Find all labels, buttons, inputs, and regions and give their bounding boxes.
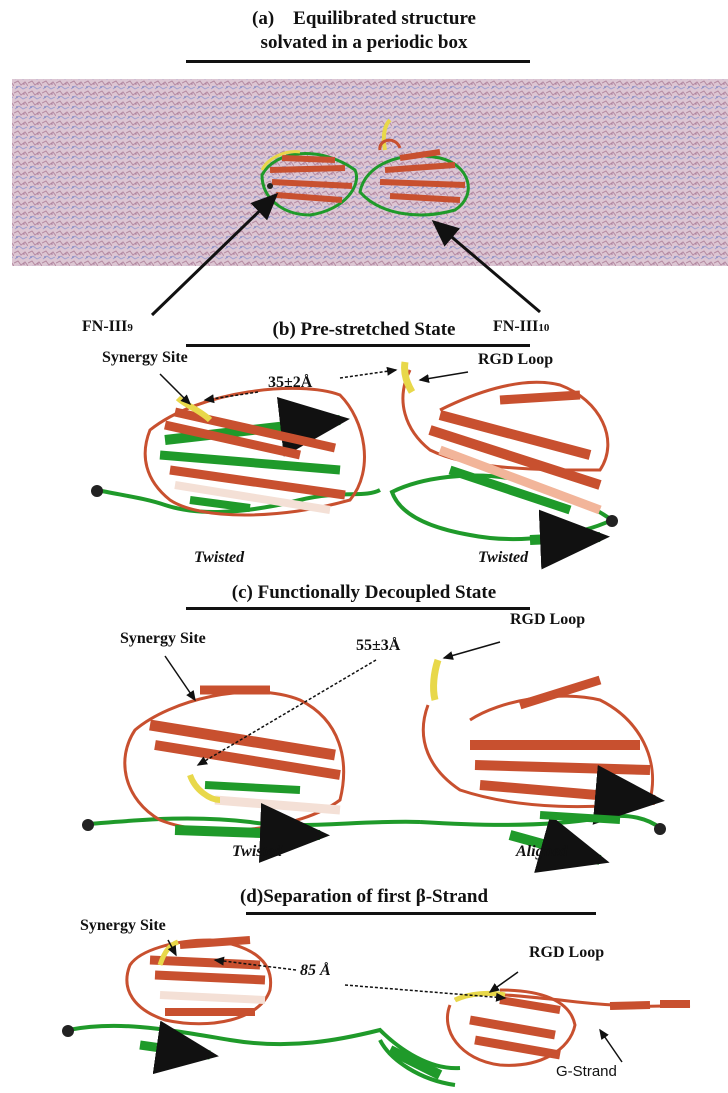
distance-label-d: 85 Å [300, 962, 331, 980]
panel-b-rule [186, 344, 530, 347]
panel-a-title-text1: Equilibrated structure [293, 8, 476, 29]
distance-line-b-right [340, 370, 396, 378]
panel-c-title: (c) Functionally Decoupled State [0, 582, 728, 604]
panel-a-rule [186, 60, 530, 63]
arrow-rgd-b [420, 372, 468, 380]
rgd-label-c: RGD Loop [510, 611, 585, 629]
state-left-c: Twisted [232, 843, 282, 861]
protein-c-left [82, 690, 420, 835]
state-right-b: Twisted [478, 549, 528, 567]
protein-d-left [62, 940, 460, 1068]
panel-b-title: (b) Pre-stretched State [0, 319, 728, 341]
panel-d-rule [246, 912, 596, 915]
panel-a-letter: (a) [252, 8, 274, 29]
protein-d-right [380, 990, 690, 1085]
panel-a-title-line2: solvated in a periodic box [0, 32, 728, 54]
rgd-label-d: RGD Loop [529, 944, 604, 962]
state-right-c: Aligned [516, 843, 568, 861]
protein-c-right [420, 660, 666, 860]
state-left-b: Twisted [194, 549, 244, 567]
distance-line-b-left [205, 392, 258, 400]
synergy-label-d: Synergy Site [80, 917, 166, 935]
synergy-label-c: Synergy Site [120, 630, 206, 648]
arrow-rgd-c [444, 642, 500, 658]
synergy-label-b: Synergy Site [102, 349, 188, 367]
protein-b-right [392, 362, 618, 540]
protein-b-left [91, 388, 380, 515]
arrow-g-strand [600, 1030, 622, 1062]
distance-label-c: 55±3Å [356, 637, 400, 655]
arrow-synergy-c [165, 656, 195, 700]
arrow-synergy-b [160, 374, 190, 404]
panel-d-title: (d)Separation of first β-Strand [0, 886, 728, 908]
distance-label-b: 35±2Å [268, 374, 312, 392]
rgd-label-b: RGD Loop [478, 351, 553, 369]
panel-a-title-line1: (a) Equilibrated structure [0, 8, 728, 30]
g-strand-label: G-Strand [556, 1063, 617, 1080]
panel-c-rule [186, 607, 530, 610]
